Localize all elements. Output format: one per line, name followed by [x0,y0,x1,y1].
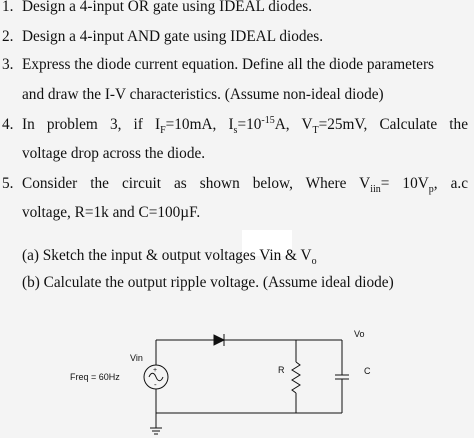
problem-4-text: In problem 3, if IF=10mA, Is=10-15A, VT=… [22,114,468,137]
problem-5-text-cont: voltage, R=1k and C=100µF. [22,204,201,221]
problem-4-text-pre: In problem 3, if I [22,116,161,133]
r-label: R [278,365,285,375]
problem-5-text-tail: , a.c [433,175,469,192]
resistor-symbol [291,361,301,394]
problem-4-text-end: =25mV, Calculate the [318,116,468,133]
problem-4-number: 4. [2,116,14,133]
vin-label: Vin [130,353,143,363]
problem-4-text-cont: voltage drop across the diode. [22,145,206,162]
problem-5-sub-p: p [428,184,434,196]
c-label: C [364,366,371,376]
part-a-text: (a) Sketch the input & output voltages V… [22,247,317,268]
problem-4-sub-s: s [233,125,238,137]
diode-symbol [213,334,226,346]
problem-5-number: 5. [2,175,14,192]
problem-2-number: 2. [2,28,14,45]
problem-3-text: Express the diode current equation. Defi… [22,56,435,73]
problem-2-text: Design a 4-input AND gate using IDEAL di… [22,28,324,45]
problem-4-text-mid2: =10 [237,116,262,133]
problem-1-text: Design a 4-input OR gate using IDEAL dio… [22,0,313,15]
problem-5-text-pre: Consider the circuit as shown below, Whe… [22,175,371,192]
part-a-text-pre: (a) Sketch the input & output voltages V… [22,247,312,264]
problem-4-text-mid1: =10mA, I [165,116,234,133]
problem-4-text-mid3: A, V [274,116,313,133]
part-b-text: (b) Calculate the output ripple voltage.… [22,274,394,291]
minus-sign: - [154,380,157,389]
problem-5-sub-in: iin [370,184,381,196]
part-a-sub-o: o [311,256,317,268]
plus-sign: + [153,367,157,374]
blank-box [242,230,292,256]
problem-4-sub-t: T [312,125,319,137]
ac-wave-icon [148,372,164,382]
problem-3-number: 3. [2,56,14,73]
problem-4-sub-f: F [160,125,166,137]
vo-label: Vo [354,329,365,339]
problem-1-number: 1. [2,0,14,15]
problem-5-text-end: = 10V [380,175,429,192]
rc-rectifier-circuit: Vo Vin Freq = 60Hz R C + - [70,329,371,435]
problem-4-sup: -15 [261,114,275,126]
problem-3-text-cont: and draw the I-V characteristics. (Assum… [22,86,384,103]
problem-5-text: Consider the circuit as shown below, Whe… [22,175,469,196]
freq-label: Freq = 60Hz [70,372,120,382]
